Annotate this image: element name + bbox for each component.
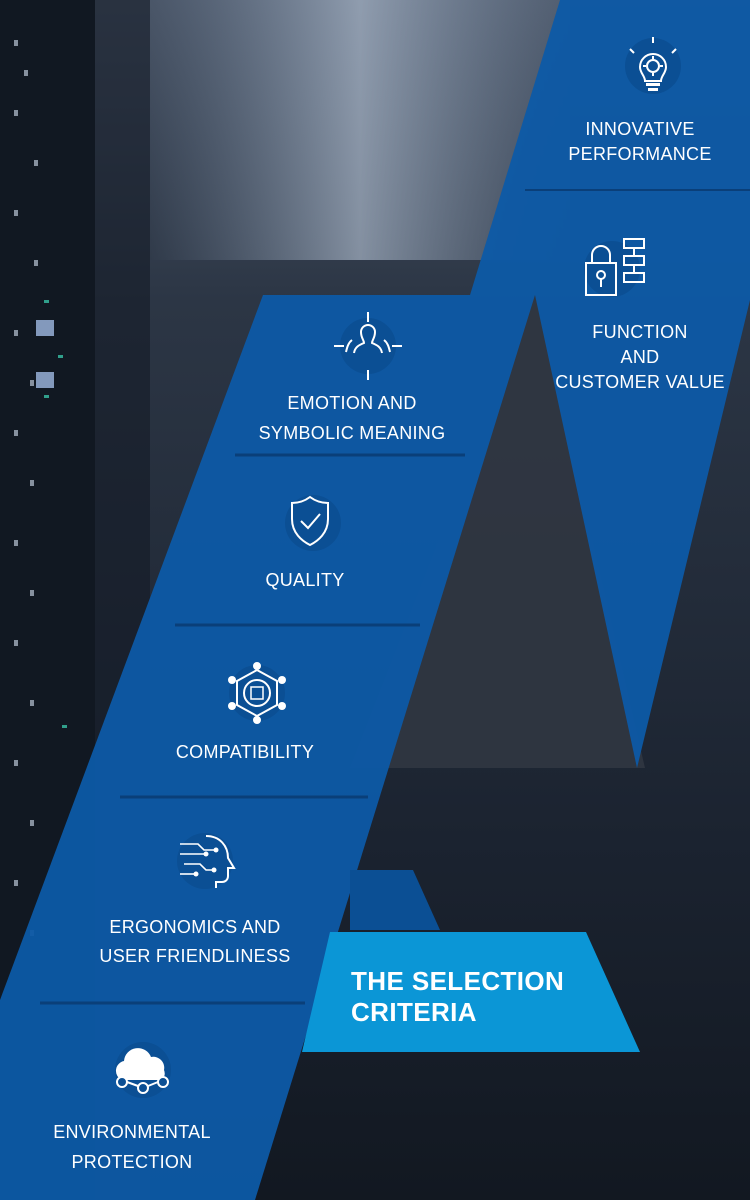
criterion-compatibility: COMPATIBILITY xyxy=(160,740,330,765)
title-line: THE SELECTION xyxy=(351,966,565,996)
criterion-label-line: EMOTION AND xyxy=(287,393,417,413)
title-shadow xyxy=(350,870,440,930)
criterion-environmental-protection: ENVIRONMENTAL PROTECTION xyxy=(42,1117,222,1177)
criterion-label-line: INNOVATIVE xyxy=(585,119,695,139)
cloud-network-icon xyxy=(115,1042,171,1098)
criterion-label-line: PROTECTION xyxy=(71,1152,193,1172)
criterion-quality: QUALITY xyxy=(225,568,385,593)
criterion-label-line: PERFORMANCE xyxy=(568,144,712,164)
left-blue-band xyxy=(0,295,535,1200)
criterion-label-line: COMPATIBILITY xyxy=(175,742,315,762)
right-blue-band xyxy=(470,0,750,768)
criterion-ergonomics-user-friendliness: ERGONOMICS AND USER FRIENDLINESS xyxy=(90,913,300,971)
people-target-icon xyxy=(334,312,402,380)
network-chip-icon xyxy=(228,662,286,724)
title-line: CRITERIA xyxy=(351,997,477,1027)
criterion-label-line: ENVIRONMENTAL xyxy=(53,1122,211,1142)
lock-flowchart-icon xyxy=(584,238,645,297)
criterion-label-line: AND xyxy=(620,347,660,367)
shield-check-icon xyxy=(285,495,341,551)
criterion-innovative-performance: INNOVATIVE PERFORMANCE xyxy=(560,117,720,167)
ai-head-icon xyxy=(177,833,236,889)
criterion-label-line: SYMBOLIC MEANING xyxy=(258,423,446,443)
criterion-function-customer-value: FUNCTION AND CUSTOMER VALUE xyxy=(540,320,740,395)
criterion-emotion-symbolic-meaning: EMOTION AND SYMBOLIC MEANING xyxy=(252,388,452,448)
lightbulb-gear-icon xyxy=(625,37,681,94)
criterion-label-line: QUALITY xyxy=(265,570,345,590)
selection-criteria-title: THE SELECTION CRITERIA xyxy=(351,966,611,1028)
criterion-label-line: CUSTOMER VALUE xyxy=(555,372,725,392)
criterion-label-line: ERGONOMICS AND xyxy=(109,917,281,937)
criterion-label-line: FUNCTION xyxy=(592,322,688,342)
criterion-label-line: USER FRIENDLINESS xyxy=(99,946,291,966)
title-box xyxy=(302,932,640,1052)
